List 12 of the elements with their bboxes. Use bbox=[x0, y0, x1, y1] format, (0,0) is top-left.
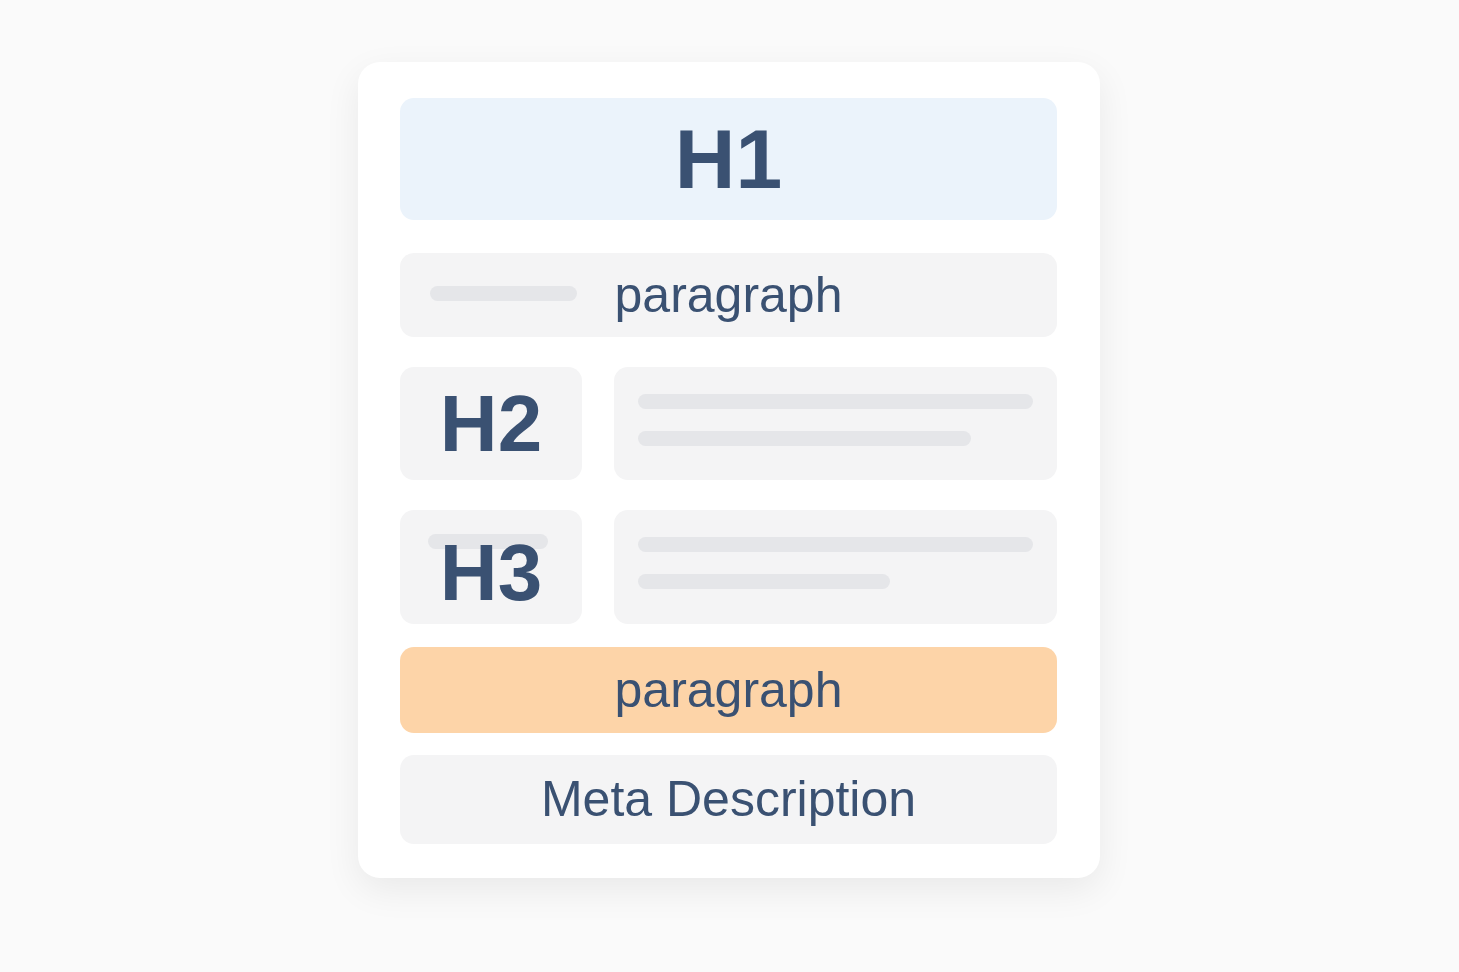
paragraph-block bbox=[400, 253, 1057, 337]
content-block bbox=[614, 510, 1057, 624]
heading-block bbox=[400, 510, 582, 624]
heading-text: H2 bbox=[439, 382, 543, 465]
content-block bbox=[614, 367, 1057, 480]
paragraph-text: paragraph bbox=[614, 269, 843, 321]
paragraph-text: paragraph bbox=[614, 664, 843, 716]
page-card bbox=[358, 62, 1100, 878]
highlighted-paragraph-block bbox=[400, 647, 1057, 733]
description-text: Meta Description bbox=[540, 774, 917, 825]
heading-text: H1 bbox=[674, 116, 783, 202]
heading-text: H3 bbox=[439, 543, 543, 603]
